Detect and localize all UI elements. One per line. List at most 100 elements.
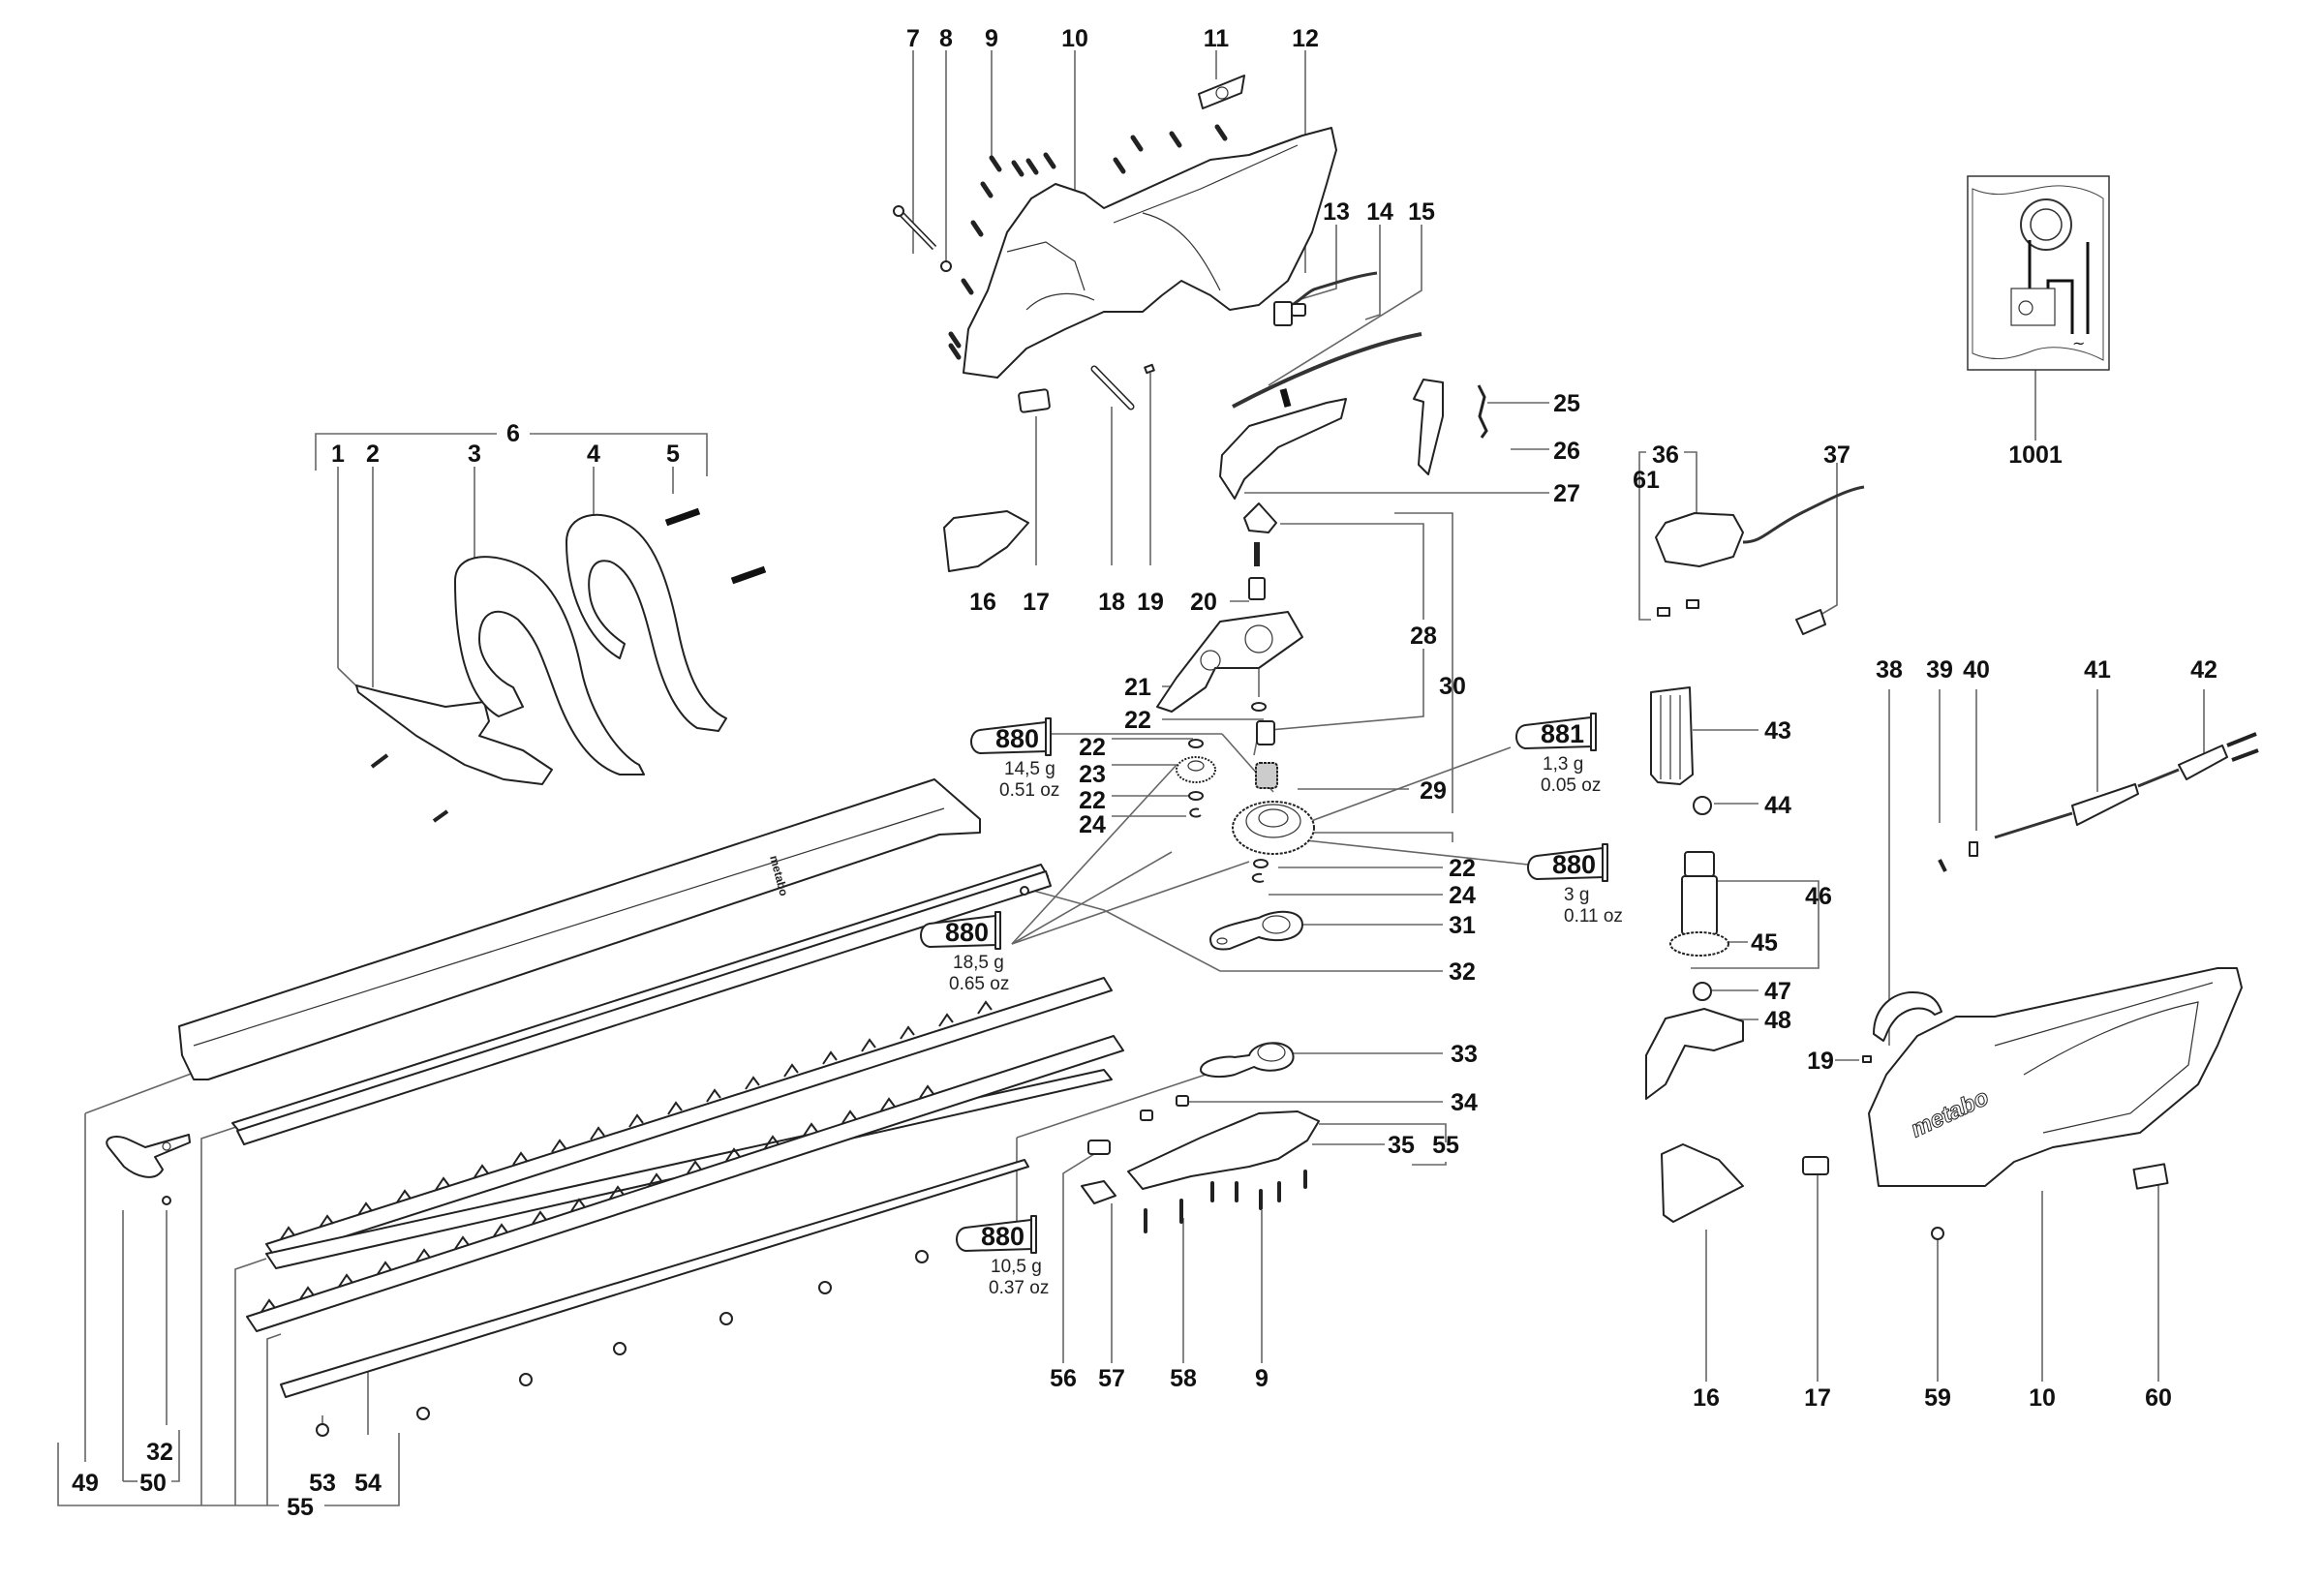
part-label-18: 18 xyxy=(1098,589,1125,616)
part-label-5: 5 xyxy=(666,441,680,468)
handle-cover-plate-part xyxy=(355,684,553,785)
part-label-19: 19 xyxy=(1137,589,1164,616)
part-label-9: 9 xyxy=(1255,1365,1269,1392)
handle-bow-part xyxy=(1873,991,1942,1042)
svg-text:880: 880 xyxy=(945,918,989,947)
power-cable-part xyxy=(1994,768,2180,839)
gear-housing-part xyxy=(1156,611,1303,713)
lever-part xyxy=(1413,379,1444,475)
washer-part xyxy=(1251,702,1267,712)
terminal-block-part xyxy=(1273,301,1306,326)
screws-part xyxy=(948,124,1228,360)
blade-rail-part xyxy=(231,864,1052,1145)
part-label-2: 2 xyxy=(366,441,380,468)
part-label-24: 24 xyxy=(1079,811,1106,838)
lubricant-tube: 880 14,5 g 0.51 oz xyxy=(970,717,1059,801)
washer-part xyxy=(940,260,952,272)
spring-part xyxy=(664,507,701,527)
part-label-26: 26 xyxy=(1553,438,1580,465)
plate-screws-part xyxy=(1144,1170,1307,1233)
leader-lines xyxy=(57,50,2205,1506)
part-label-25: 25 xyxy=(1553,390,1580,417)
part-label-20: 20 xyxy=(1190,589,1217,616)
sleeve-part xyxy=(1248,577,1266,600)
cover-part xyxy=(1661,1143,1744,1223)
part-label-55: 55 xyxy=(287,1494,314,1521)
part-label-14: 14 xyxy=(1366,198,1393,226)
part-label-55: 55 xyxy=(1432,1132,1459,1159)
part-label-29: 29 xyxy=(1420,777,1447,805)
part-label-33: 33 xyxy=(1451,1041,1478,1068)
part-label-21: 21 xyxy=(1124,674,1151,701)
washer-part xyxy=(1253,859,1269,868)
svg-text:881: 881 xyxy=(1541,719,1584,748)
e-clip-part xyxy=(1251,872,1265,883)
washer-part xyxy=(1188,791,1204,801)
svg-text:0.11 oz: 0.11 oz xyxy=(1564,906,1623,927)
long-bolt-part xyxy=(893,205,937,251)
armature-part xyxy=(1669,851,1729,957)
part-label-22: 22 xyxy=(1079,787,1106,814)
rod-part xyxy=(1232,332,1422,409)
part-label-38: 38 xyxy=(1876,656,1903,684)
part-label-37: 37 xyxy=(1823,441,1850,469)
part-label-15: 15 xyxy=(1408,198,1435,226)
large-gear-part xyxy=(1232,801,1315,855)
part-label-45: 45 xyxy=(1751,929,1778,957)
part-label-30: 30 xyxy=(1439,673,1466,700)
svg-text:1,3 g: 1,3 g xyxy=(1543,754,1583,775)
part-label-42: 42 xyxy=(2190,656,2217,684)
part-label-61: 61 xyxy=(1633,467,1660,494)
svg-text:14,5 g: 14,5 g xyxy=(1004,759,1055,779)
part-label-59: 59 xyxy=(1924,1384,1951,1412)
part-label-12: 12 xyxy=(1292,25,1319,52)
part-label-54: 54 xyxy=(354,1470,382,1497)
cover-part xyxy=(943,510,1029,572)
base-plate-part xyxy=(1127,1110,1320,1190)
strip-part xyxy=(280,1159,1029,1398)
blade-guard-part: metabo xyxy=(178,778,981,1080)
cable-clamp-part xyxy=(1969,841,1978,857)
small-screw-part xyxy=(1020,886,1029,896)
part-label-6: 6 xyxy=(506,420,520,447)
svg-text:880: 880 xyxy=(1552,850,1596,879)
clip-part xyxy=(1198,75,1245,109)
screw-part xyxy=(432,809,449,823)
micro-switch-part xyxy=(1795,609,1826,635)
spring-part xyxy=(730,565,767,585)
small-gear-part xyxy=(1176,756,1216,783)
part-label-23: 23 xyxy=(1079,761,1106,788)
part-label-17: 17 xyxy=(1023,589,1050,616)
connecting-rod-part xyxy=(1209,910,1303,951)
power-plug-part xyxy=(2178,732,2259,780)
part-label-27: 27 xyxy=(1553,480,1580,507)
svg-text:0.37 oz: 0.37 oz xyxy=(989,1278,1049,1298)
part-label-47: 47 xyxy=(1764,978,1791,1005)
part-label-34: 34 xyxy=(1451,1089,1478,1116)
part-label-22: 22 xyxy=(1124,707,1151,734)
trigger-part xyxy=(1243,502,1277,533)
screw-part xyxy=(370,753,389,769)
stator-part xyxy=(1650,686,1694,785)
spacer-part xyxy=(1140,1110,1153,1121)
svg-text:10,5 g: 10,5 g xyxy=(991,1257,1042,1277)
screw-part xyxy=(1938,859,1947,872)
part-label-35: 35 xyxy=(1388,1132,1415,1159)
part-label-16: 16 xyxy=(1693,1384,1720,1412)
part-label-56: 56 xyxy=(1050,1365,1077,1392)
part-label-50: 50 xyxy=(139,1470,167,1497)
part-label-28: 28 xyxy=(1410,623,1437,650)
washer-part xyxy=(1188,739,1204,748)
lubricant-tube: 880 18,5 g 0.65 oz xyxy=(920,911,1009,994)
part-label-43: 43 xyxy=(1764,717,1791,745)
part-label-19: 19 xyxy=(1807,1048,1834,1075)
part-label-8: 8 xyxy=(939,25,953,52)
part-label-1001: 1001 xyxy=(2008,441,2063,469)
spring-part xyxy=(1279,388,1292,408)
part-label-41: 41 xyxy=(2084,656,2111,684)
housing-assembly-part: metabo xyxy=(1868,967,2243,1187)
part-label-49: 49 xyxy=(72,1470,99,1497)
handle-shell-part xyxy=(566,513,727,732)
lubricant-tube: 880 3 g 0.11 oz xyxy=(1527,843,1623,927)
part-label-48: 48 xyxy=(1764,1007,1791,1034)
